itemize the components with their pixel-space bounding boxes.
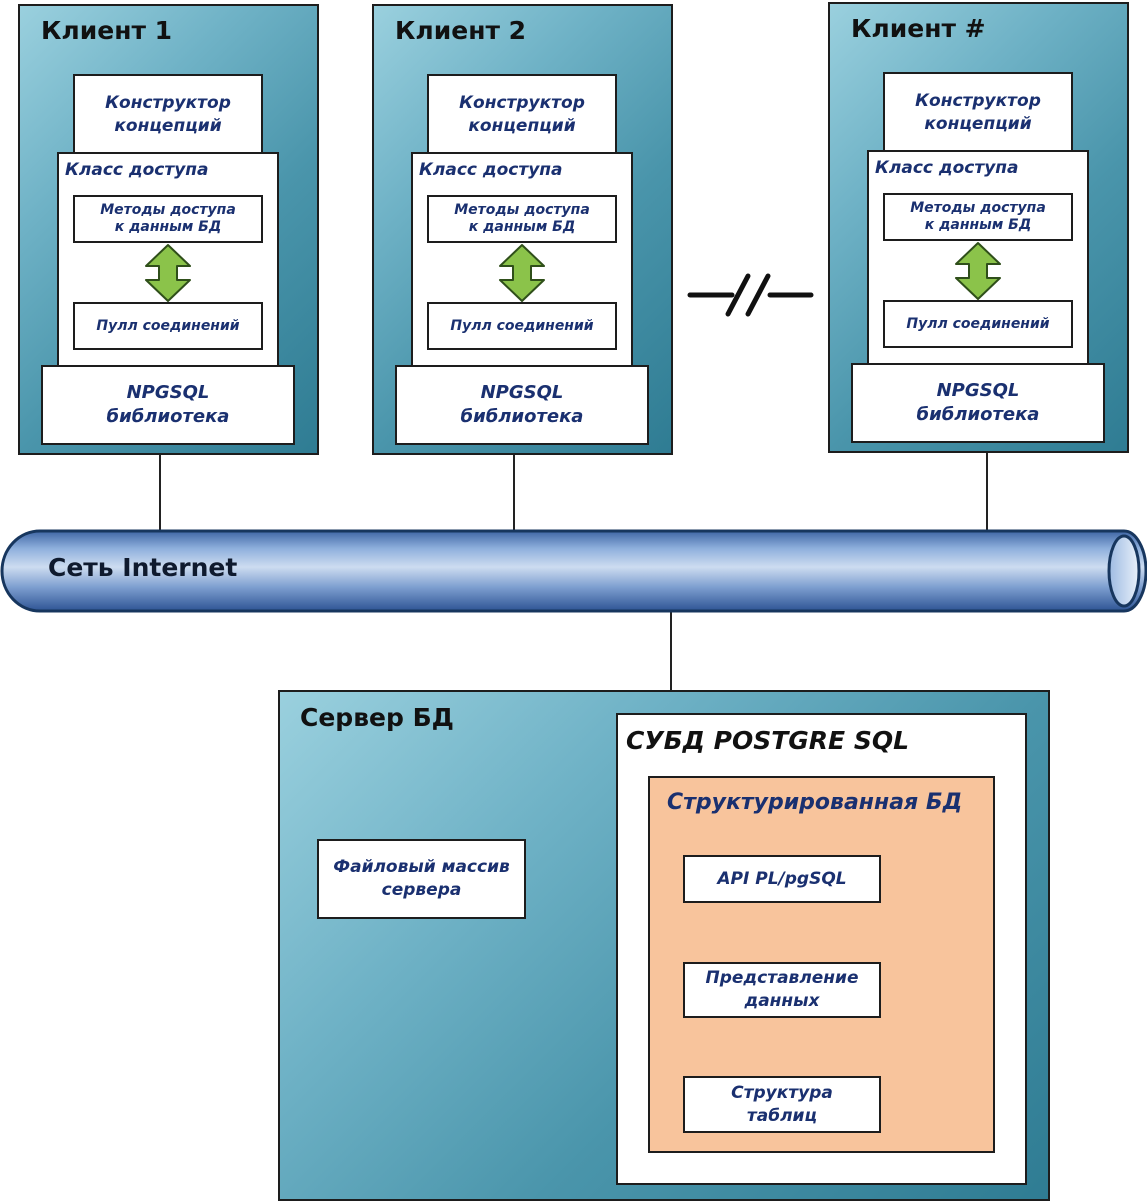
client-2-access-class-title: Класс доступа <box>419 160 563 180</box>
client-1-methods-line-2: к данным БД <box>114 219 222 235</box>
api-label: API PL/pgSQL <box>717 868 847 889</box>
client-2-constructor-line-1: Конструктор <box>459 93 585 114</box>
client-n-connector <box>986 452 988 532</box>
client-n-npgsql-library: NPGSQL библиотека <box>851 363 1105 443</box>
client-n-title: Клиент # <box>851 14 986 43</box>
table-structure-box: Структура таблиц <box>683 1076 881 1133</box>
break-symbol-icon <box>687 273 814 317</box>
client-1-constructor-line-1: Конструктор <box>105 93 231 114</box>
dbms-title: СУБД POSTGRE SQL <box>626 726 910 755</box>
network-pipe-end-cap <box>1107 534 1141 608</box>
client-n-concept-constructor: Конструктор концепций <box>883 72 1073 154</box>
client-1-vertical-arrow-icon <box>145 244 191 302</box>
client-n-library-line-1: NPGSQL <box>936 379 1020 401</box>
client-n-vertical-arrow-icon <box>955 242 1001 300</box>
client-n-methods-line-1: Методы доступа <box>910 199 1046 216</box>
client-n-connection-pool: Пулл соединений <box>883 300 1073 348</box>
client-n-access-methods: Методы доступа к данным БД <box>883 193 1073 241</box>
network-label: Сеть Internet <box>48 553 238 582</box>
client-n-library-line-2: библиотека <box>916 404 1040 425</box>
client-2-title: Клиент 2 <box>395 16 527 45</box>
api-plpgsql-box: API PL/pgSQL <box>683 855 881 903</box>
client-1-connection-pool: Пулл соединений <box>73 302 263 350</box>
client-2-pool-label: Пулл соединений <box>450 317 594 334</box>
client-2-library-line-2: библиотека <box>460 406 584 427</box>
client-2-connection-pool: Пулл соединений <box>427 302 617 350</box>
structured-db-title: Структурированная БД <box>667 790 963 815</box>
file-array-line-2: сервера <box>381 880 462 900</box>
client-n-constructor-line-1: Конструктор <box>915 91 1041 112</box>
file-array-line-1: Файловый массив <box>333 857 510 878</box>
data-view-line-1: Представление <box>705 968 859 989</box>
client-n-access-class-title: Класс доступа <box>875 158 1019 178</box>
server-title: Сервер БД <box>300 703 454 732</box>
table-structure-line-2: таблиц <box>746 1105 818 1126</box>
client-2-methods-line-1: Методы доступа <box>454 201 590 218</box>
client-n-methods-line-2: к данным БД <box>924 217 1032 233</box>
client-2-connector <box>513 452 515 532</box>
client-n-pool-label: Пулл соединений <box>906 315 1050 332</box>
client-1-constructor-line-2: концепций <box>114 116 222 136</box>
network-pipe <box>0 529 1147 613</box>
client-1-title: Клиент 1 <box>41 16 173 45</box>
client-2-vertical-arrow-icon <box>499 244 545 302</box>
client-1-access-class-title: Класс доступа <box>65 160 209 180</box>
client-1-methods-line-1: Методы доступа <box>100 201 236 218</box>
client-2-concept-constructor: Конструктор концепций <box>427 74 617 156</box>
client-1-pool-label: Пулл соединений <box>96 317 240 334</box>
client-1-connector <box>159 452 161 532</box>
client-1-npgsql-library: NPGSQL библиотека <box>41 365 295 445</box>
server-connector <box>670 610 672 690</box>
client-2-npgsql-library: NPGSQL библиотека <box>395 365 649 445</box>
server-file-array: Файловый массив сервера <box>317 839 526 919</box>
client-1-library-line-2: библиотека <box>106 406 230 427</box>
table-structure-line-1: Структура <box>731 1082 833 1103</box>
client-2-methods-line-2: к данным БД <box>468 219 576 235</box>
client-2-library-line-1: NPGSQL <box>480 381 564 403</box>
data-view-line-2: данных <box>744 991 820 1011</box>
client-2-access-methods: Методы доступа к данным БД <box>427 195 617 243</box>
client-2-constructor-line-2: концепций <box>468 116 576 136</box>
data-view-box: Представление данных <box>683 962 881 1018</box>
client-1-library-line-1: NPGSQL <box>126 381 210 403</box>
client-n-constructor-line-2: концепций <box>924 114 1032 134</box>
client-1-access-methods: Методы доступа к данным БД <box>73 195 263 243</box>
